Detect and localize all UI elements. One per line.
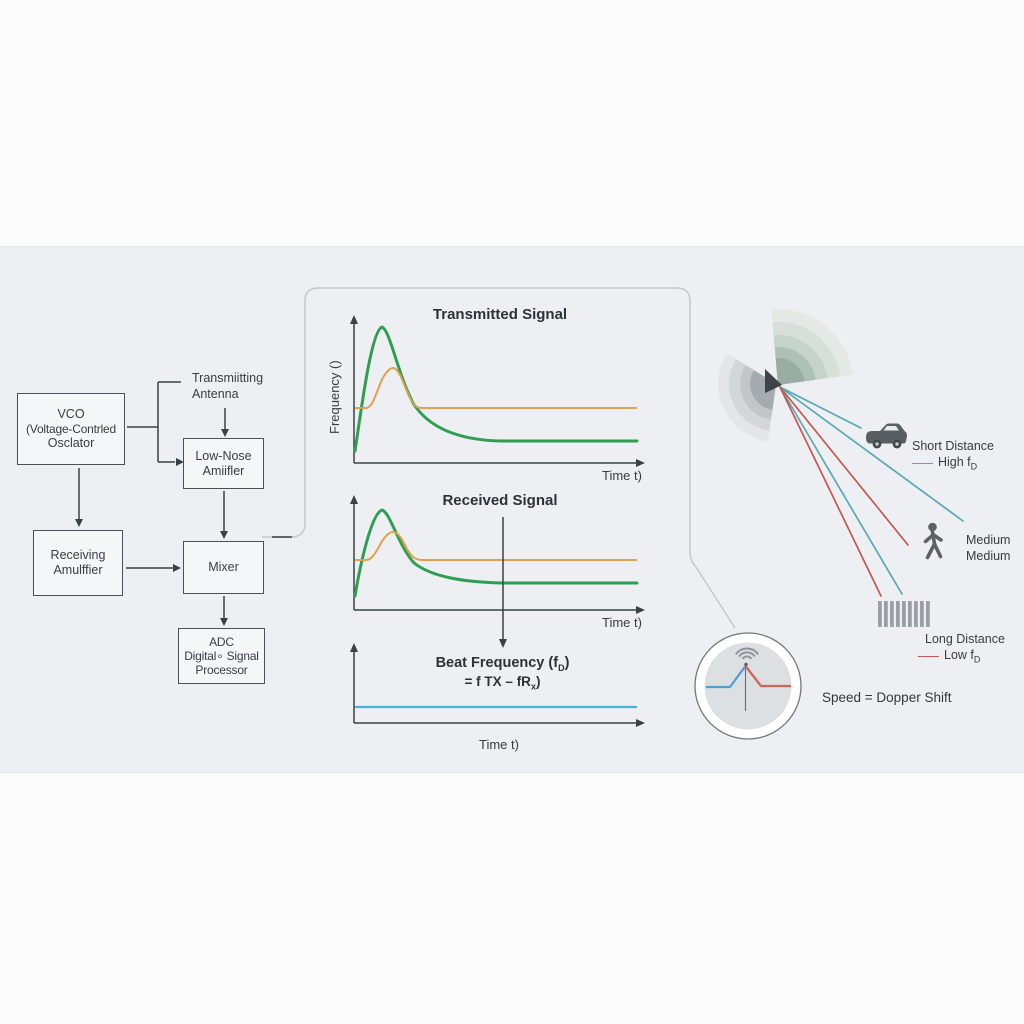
beat-title-close: )	[564, 655, 570, 671]
short-distance-text: Short Distance	[912, 439, 994, 453]
block-connectors	[78, 381, 292, 619]
red-line-swatch	[918, 656, 939, 657]
received-signal-title: Received Signal	[442, 492, 558, 509]
adc-line1: ADC	[209, 634, 234, 649]
barrier-icon	[878, 601, 930, 627]
transmitted-chart-arrowheads	[350, 315, 645, 467]
radar-fan-down	[718, 353, 776, 442]
received-chart-axes	[353, 502, 638, 611]
transmitted-narrow-chirp-curve	[355, 366, 637, 409]
lna-line1: Low-Nose	[195, 448, 252, 463]
radar-fan-up	[771, 309, 854, 385]
beat-formula-text: = f TX – fR	[464, 674, 531, 689]
vco-line3: Osclator	[47, 436, 95, 451]
beat-formula-sub: x	[530, 681, 536, 692]
frequency-axis-label: Frequency ()	[327, 360, 342, 434]
adc-line2: Digital∘ Signal	[184, 648, 259, 663]
time-axis-label-beat: Time t)	[479, 737, 519, 752]
low-noise-amplifier-block: Low-Nose Amiifler	[183, 438, 264, 489]
doppler-downshift-line	[744, 665, 791, 688]
doppler-peak-dot	[744, 662, 748, 667]
high-fd-text: High fD	[938, 454, 978, 472]
doppler-upshift-line	[706, 665, 747, 689]
received-chart-arrowheads	[350, 495, 645, 614]
mixer-block: Mixer	[183, 541, 264, 594]
pedestrian-icon	[923, 522, 943, 560]
beat-frequency-title: Beat Frequency (fD)	[360, 655, 645, 673]
receiving-amplifier-block: Receiving Amulffier	[33, 530, 123, 596]
mixing-arrowhead	[499, 639, 507, 648]
medium-distance-legend: Medium Medium	[966, 533, 1010, 564]
wifi-icon	[735, 647, 759, 660]
vco-line1: VCO	[57, 407, 85, 422]
beat-formula-close: )	[535, 674, 541, 689]
short-distance-legend: Short Distance High fD	[912, 439, 994, 472]
transmitted-wide-chirp-curve	[353, 325, 639, 453]
beat-chart-arrowheads	[350, 643, 645, 727]
vco-block: VCO (Voltage-Contrled Osclator	[17, 393, 125, 465]
mixer-label: Mixer	[208, 560, 239, 575]
lna-line2: Amiifler	[202, 463, 245, 478]
car-icon	[866, 423, 907, 449]
beat-frequency-formula: = f TX – fRx)	[360, 674, 645, 692]
diagram-background-band	[0, 246, 1024, 773]
low-fd-text: Low fD	[944, 647, 981, 665]
time-axis-label-transmitted: Time t)	[602, 468, 642, 483]
beat-title-text: Beat Frequency (f	[435, 655, 559, 671]
long-distance-text: Long Distance	[925, 632, 1005, 646]
long-distance-legend: Long Distance Low fD	[918, 632, 1005, 665]
recv-line1: Receiving	[50, 548, 106, 563]
medium-line1: Medium	[966, 533, 1011, 547]
doppler-inset	[694, 632, 802, 740]
radar-emitter-icon	[765, 369, 782, 393]
transmitted-chart-axes	[353, 322, 638, 464]
antenna-line1: Transmiitting	[192, 371, 264, 385]
time-axis-label-received: Time t)	[602, 615, 642, 630]
vco-line2: (Voltage-Contrled	[26, 421, 116, 436]
teal-line-swatch	[912, 463, 933, 464]
doppler-shift-caption: Speed = Dopper Shift	[822, 690, 952, 705]
medium-line2: Medium	[966, 548, 1011, 563]
transmitted-signal-title: Transmitted Signal	[432, 306, 568, 323]
antenna-line2: Antenna	[192, 386, 239, 401]
transmitting-antenna-label: Transmiitting Antenna	[192, 371, 263, 402]
beat-title-sub: D	[558, 662, 565, 673]
recv-line2: Amulffier	[53, 563, 103, 577]
received-narrow-chirp-curve	[355, 530, 637, 561]
block-arrowheads	[75, 429, 229, 626]
adc-line3: Processor	[195, 663, 248, 678]
received-wide-chirp-curve	[353, 508, 639, 598]
beat-chart-axes	[353, 650, 638, 724]
radar-rays	[779, 386, 964, 597]
adc-dsp-block: ADC Digital∘ Signal Processor	[178, 628, 265, 684]
chart-panel-outline	[262, 287, 736, 629]
